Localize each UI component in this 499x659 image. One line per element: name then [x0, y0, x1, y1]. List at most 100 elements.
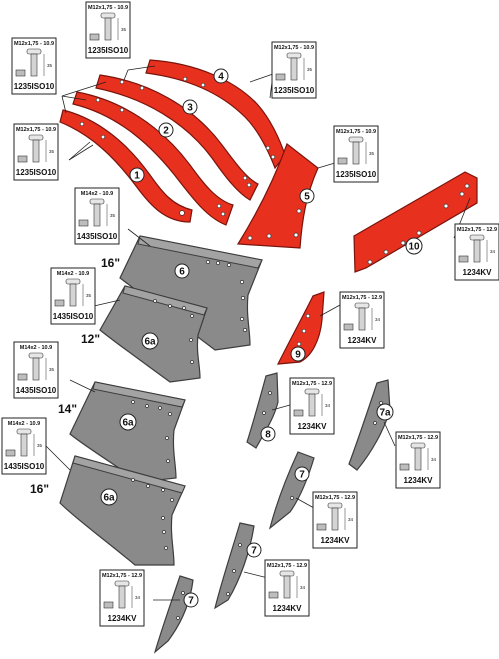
- bolt-standard-label: 1234KV: [348, 336, 378, 345]
- bolt-spec-label: M12x1,75 - 10.9: [16, 127, 56, 133]
- nut-icon: [17, 373, 28, 381]
- svg-text:7: 7: [188, 596, 194, 607]
- bolt-spec-label: M12x1,75 - 10.9: [274, 45, 314, 51]
- bolt-standard-label: 1234KV: [404, 476, 434, 485]
- bolt-icon: [410, 442, 426, 449]
- bolt-length-label: 34: [325, 403, 331, 408]
- bolt-spec-label: M12x1,75 - 12.9: [398, 435, 438, 441]
- size-label-14: 14": [58, 402, 77, 416]
- nut-icon: [17, 155, 28, 163]
- part-7-tip-top[interactable]: [268, 451, 315, 530]
- nut-icon: [15, 69, 26, 77]
- bolt-icon: [28, 352, 44, 359]
- bolt-shank: [32, 357, 40, 381]
- bolt-standard-label: 1235ISO10: [336, 170, 377, 179]
- bolt-shank: [331, 507, 339, 531]
- nut-icon: [89, 33, 100, 41]
- bolt-shank: [104, 17, 112, 41]
- nut-icon: [316, 523, 327, 531]
- bolt-length-label: 34: [431, 457, 437, 462]
- part-2-shin[interactable]: [72, 91, 234, 226]
- callout-7-top: 7: [294, 466, 310, 482]
- bolt-standard-label: 1435ISO10: [16, 386, 57, 395]
- part-10-bar[interactable]: [353, 171, 478, 273]
- part-1-shin[interactable]: [59, 109, 193, 223]
- part-3-shin[interactable]: [95, 74, 259, 201]
- callout-6: 6: [174, 263, 190, 279]
- bolt-spec-label: M14x2 - 10.9: [81, 191, 113, 197]
- bolt-length-label: 34: [375, 317, 381, 322]
- svg-text:6a: 6a: [103, 493, 115, 504]
- bolt-standard-label: 1235ISO10: [16, 168, 57, 177]
- svg-text:7: 7: [299, 470, 305, 481]
- bolt-icon: [354, 302, 370, 309]
- svg-text:7a: 7a: [379, 408, 391, 419]
- svg-text:6a: 6a: [122, 418, 134, 429]
- bolt-spec-label: M14x2 - 10.9: [8, 421, 40, 427]
- bolt-length-label: 35: [49, 149, 55, 154]
- bolt-standard-label: 1235ISO10: [14, 82, 55, 91]
- bolt-standard-label: 1435ISO10: [53, 312, 94, 321]
- callout-6a-16: 6a: [100, 488, 118, 506]
- bolt-box: M14x2 - 10.9 35 1435ISO10: [74, 187, 120, 245]
- part-7a-tip[interactable]: [348, 379, 391, 471]
- bolt-shank: [20, 433, 28, 457]
- nut-icon: [275, 73, 286, 81]
- bolt-box: M12x1,75 - 12.9 34 1234KV: [339, 291, 385, 349]
- size-label-16-bottom: 16": [30, 482, 49, 496]
- size-label-12: 12": [81, 332, 100, 346]
- bolt-shank: [118, 585, 126, 609]
- svg-text:1: 1: [134, 171, 140, 182]
- bolt-standard-label: 1234KV: [298, 422, 328, 431]
- bolt-length-label: 35: [47, 63, 53, 68]
- bolt-spec-label: M12x1,75 - 12.9: [267, 563, 307, 569]
- bolt-shank: [69, 283, 77, 307]
- callout-2: 2: [158, 122, 174, 138]
- bolt-spec-label: M12x1,75 - 12.9: [102, 573, 142, 579]
- nut-icon: [399, 463, 410, 471]
- bolt-length-label: 34: [490, 249, 496, 254]
- bolt-length-label: 34: [135, 595, 141, 600]
- bolt-spec-label: M12x1,75 - 12.9: [342, 295, 382, 301]
- bolt-standard-label: 1235ISO10: [274, 86, 315, 95]
- callout-1: 1: [129, 167, 145, 183]
- callout-7-bottom: 7: [183, 592, 199, 608]
- bolt-spec-label: M12x1,75 - 10.9: [88, 5, 128, 11]
- bolt-standard-label: 1435ISO10: [4, 462, 45, 471]
- part-7-tip-mid[interactable]: [214, 522, 255, 610]
- part-7-tip-bottom[interactable]: [153, 575, 194, 654]
- bolt-standard-label: 1234KV: [273, 604, 303, 613]
- svg-text:5: 5: [304, 192, 310, 203]
- bolt-icon: [89, 198, 105, 205]
- bolt-icon: [348, 136, 364, 143]
- callout-9: 9: [290, 346, 306, 362]
- bolt-shank: [308, 393, 316, 417]
- svg-text:2: 2: [163, 126, 169, 137]
- bolt-spec-label: M12x1,75 - 12.9: [315, 495, 355, 501]
- bolt-standard-label: 1435ISO10: [77, 232, 118, 241]
- part-5-point[interactable]: [236, 143, 319, 249]
- callout-6a-14: 6a: [119, 413, 137, 431]
- bolt-icon: [304, 388, 320, 395]
- callout-8: 8: [260, 426, 276, 442]
- part-9-small[interactable]: [276, 291, 325, 365]
- bolt-length-label: 35: [86, 293, 92, 298]
- bolt-length-label: 35: [110, 213, 116, 218]
- callout-5: 5: [299, 188, 315, 204]
- svg-text:9: 9: [295, 350, 301, 361]
- bolt-shank: [93, 203, 101, 227]
- nut-icon: [337, 157, 348, 165]
- bolt-shank: [290, 57, 298, 81]
- callout-10: 10: [405, 237, 423, 255]
- nut-icon: [5, 449, 16, 457]
- bolt-shank: [32, 139, 40, 163]
- callout-4: 4: [213, 68, 229, 84]
- svg-text:8: 8: [265, 430, 271, 441]
